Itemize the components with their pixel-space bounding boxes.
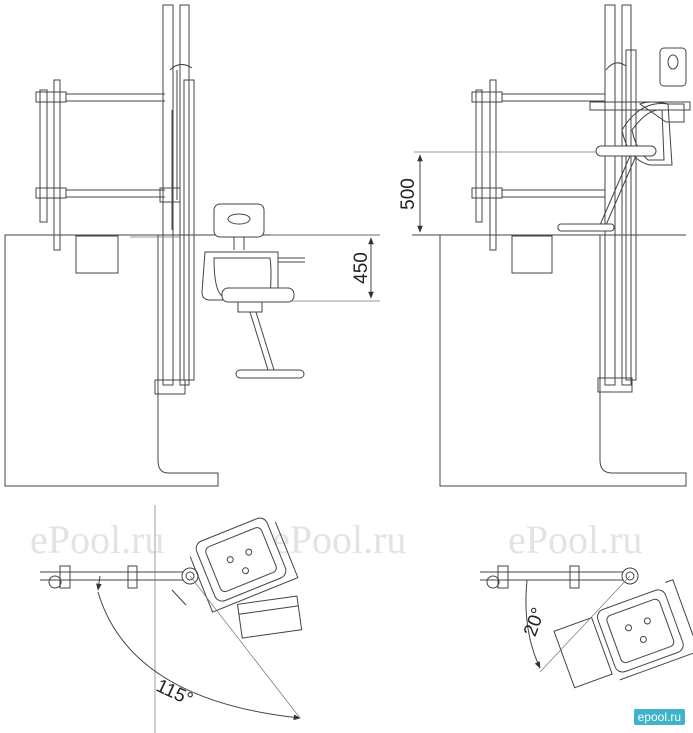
dimension-seat-height-side: 500 <box>398 178 419 210</box>
watermark-3: ePool.ru <box>508 517 642 562</box>
watermarks: ePool.ru ePool.ru ePool.ru <box>30 517 642 562</box>
side-elevation: 500 <box>398 4 691 487</box>
watermark-1: ePool.ru <box>30 517 164 562</box>
dimension-rotation-20: 20° <box>520 605 550 639</box>
dimension-seat-height-front: 450 <box>351 252 372 284</box>
front-elevation: 450 <box>4 4 380 487</box>
brand-badge: epool.ru <box>633 709 685 725</box>
watermark-2: ePool.ru <box>272 517 406 562</box>
plan-rotation-20: 20° <box>480 565 693 689</box>
dimension-rotation-115: 115° <box>153 675 196 710</box>
